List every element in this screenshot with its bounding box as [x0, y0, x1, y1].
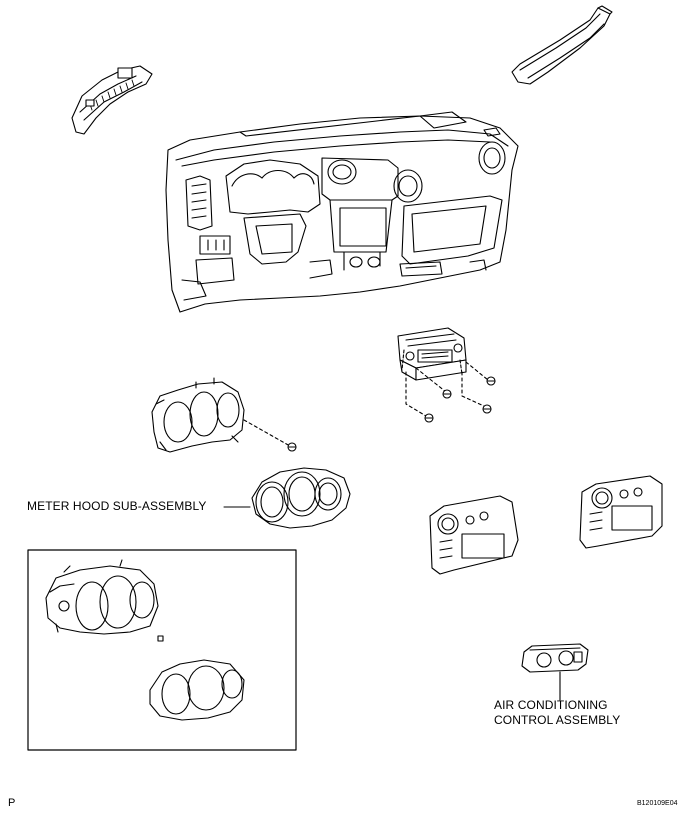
pillar-garnish	[511, 5, 613, 85]
figure-code: B120109E04	[637, 800, 678, 807]
audio-assembly	[397, 327, 489, 417]
small-clip	[157, 635, 164, 642]
left-dash-end-panel	[71, 65, 153, 135]
combination-meter	[151, 377, 291, 453]
radio-bezel-left	[429, 495, 519, 575]
corner-letter: P	[8, 797, 16, 809]
ac-control-label-line1: AIR CONDITIONING	[494, 698, 608, 712]
instrument-panel	[165, 111, 519, 313]
meter-hood	[251, 467, 351, 529]
screw-audio-1	[442, 389, 452, 399]
meter-case-lower	[149, 659, 245, 721]
screw-audio-3	[424, 413, 434, 423]
screw-meter	[287, 442, 297, 452]
detail-inset-frame	[27, 549, 297, 751]
meter-hood-label: METER HOOD SUB-ASSEMBLY	[27, 499, 207, 513]
radio-bezel-right	[579, 475, 663, 549]
ac-control-label-line2: CONTROL ASSEMBLY	[494, 713, 621, 727]
ac-control-assembly	[521, 643, 589, 673]
screw-audio-4	[482, 404, 492, 414]
meter-case-upper	[45, 559, 159, 635]
screw-audio-2	[486, 376, 496, 386]
